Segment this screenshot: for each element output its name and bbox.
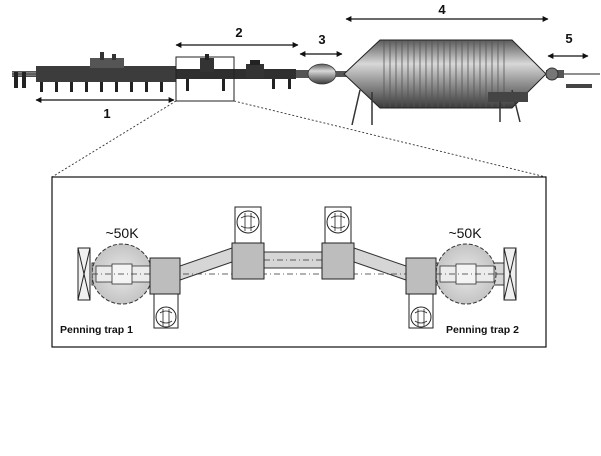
penning-trap-1-label: Penning trap 1 bbox=[60, 324, 133, 336]
segment-2-label: 2 bbox=[235, 25, 242, 40]
valve-block-4 bbox=[405, 257, 437, 295]
section-5-detector bbox=[545, 67, 592, 88]
segment-5-label: 5 bbox=[565, 31, 572, 46]
end-cap-right bbox=[503, 247, 517, 301]
valve-block-2 bbox=[231, 242, 265, 280]
end-cap-left bbox=[77, 247, 91, 301]
beamline-overview: 1 2 3 4 5 bbox=[12, 2, 600, 126]
valve-block-3 bbox=[321, 242, 355, 280]
segment-4-label: 4 bbox=[438, 2, 446, 17]
temperature-label-right: ~50K bbox=[448, 225, 482, 241]
valve-block-1 bbox=[149, 257, 181, 295]
zoom-line-right bbox=[233, 100, 547, 178]
pump-port-1 bbox=[153, 293, 179, 329]
section-1-equipment bbox=[14, 52, 176, 92]
pump-port-4 bbox=[408, 293, 434, 329]
penning-trap-inset: ~50K ~50K Penning trap 1 Penning trap 2 bbox=[51, 176, 547, 348]
main-spectrometer-tank bbox=[343, 39, 547, 126]
zoom-line-left bbox=[51, 100, 177, 178]
section-3-equipment bbox=[296, 63, 348, 85]
trap-highlight-box bbox=[175, 56, 235, 102]
section-2-equipment bbox=[176, 54, 296, 91]
pump-port-2 bbox=[234, 206, 262, 244]
segment-1-label: 1 bbox=[103, 106, 110, 121]
pump-port-3 bbox=[324, 206, 352, 244]
segment-3-label: 3 bbox=[318, 32, 325, 47]
temperature-label-left: ~50K bbox=[105, 225, 139, 241]
penning-trap-2-label: Penning trap 2 bbox=[446, 324, 519, 336]
